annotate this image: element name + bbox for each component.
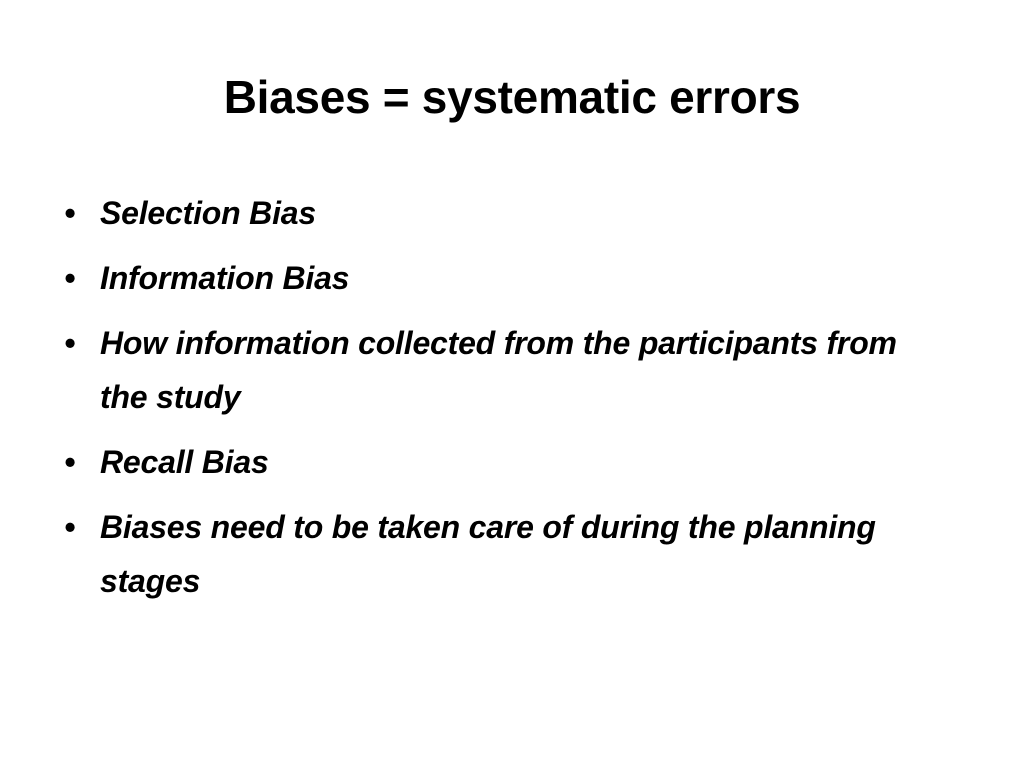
bullet-text: How information collected from the parti…	[100, 325, 897, 415]
bullet-text: Selection Bias	[100, 195, 316, 231]
bullet-marker: •	[64, 325, 76, 361]
bullet-item-information-bias: • Information Bias	[60, 251, 940, 305]
bullet-item-selection-bias: • Selection Bias	[60, 186, 940, 240]
bullet-item-information-collection: • How information collected from the par…	[60, 316, 940, 424]
bullet-text: Recall Bias	[100, 444, 269, 480]
bullet-text: Biases need to be taken care of during t…	[100, 509, 876, 599]
bullet-marker: •	[64, 444, 76, 480]
slide-title: Biases = systematic errors	[223, 71, 801, 123]
bullet-marker: •	[64, 195, 76, 231]
bullet-item-recall-bias: • Recall Bias	[60, 435, 940, 489]
bullet-marker: •	[64, 509, 76, 545]
bullet-item-planning-stages: • Biases need to be taken care of during…	[60, 500, 940, 608]
bullet-text: Information Bias	[100, 260, 350, 296]
bullet-list: • Selection Bias • Information Bias • Ho…	[60, 186, 940, 619]
bullet-marker: •	[64, 260, 76, 296]
